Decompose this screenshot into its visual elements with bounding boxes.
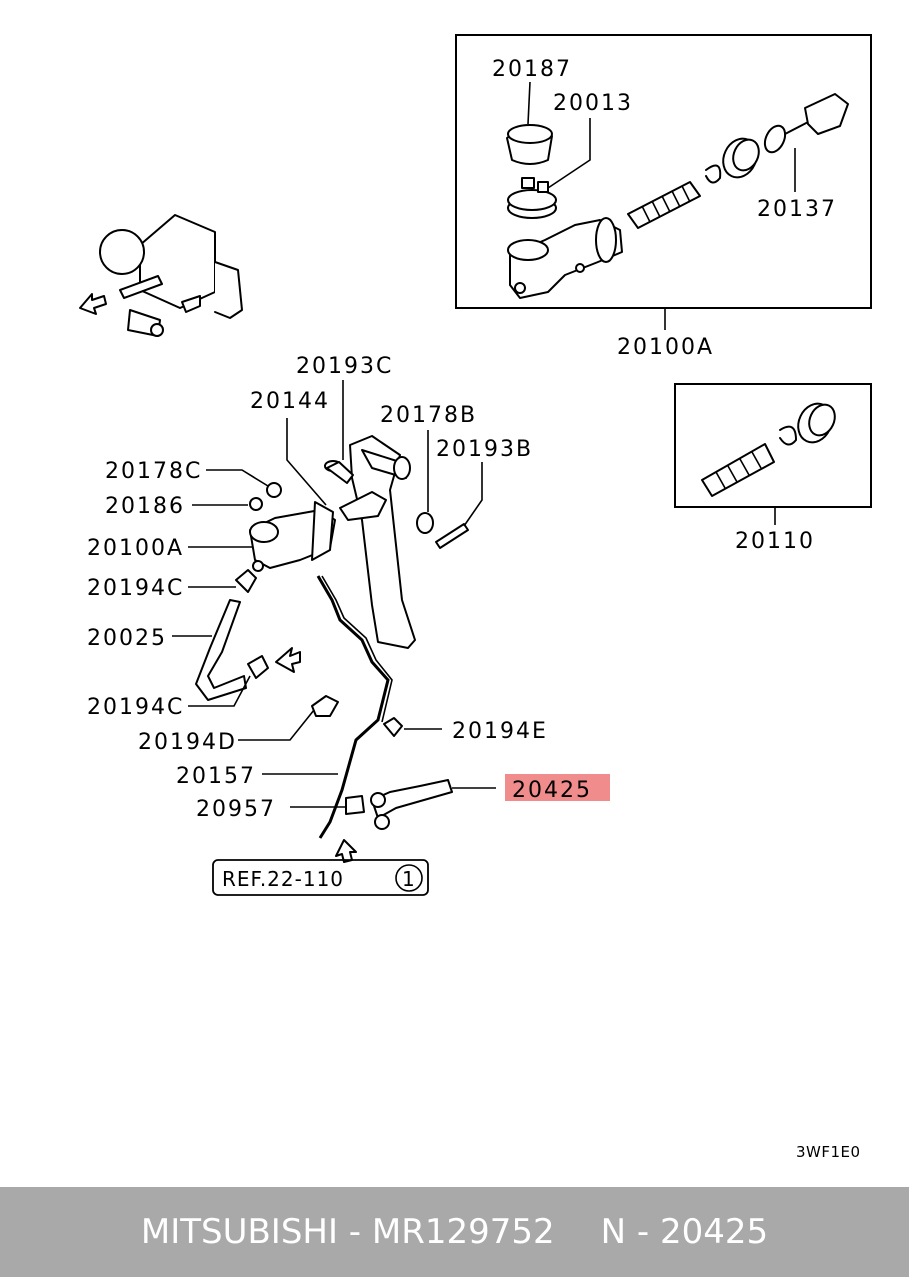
footer-ref-part: N - 20425 [600, 1212, 769, 1252]
nut-part [249, 497, 263, 511]
label-20178b: 20178B [380, 403, 477, 428]
label-20194d: 20194D [138, 730, 237, 755]
washer-part [416, 512, 434, 534]
nut-part [266, 482, 282, 498]
label-20100a: 20100A [87, 536, 184, 561]
hose-part [195, 599, 247, 701]
label-20100a-kit: 20100A [617, 335, 714, 360]
label-20194c-bottom: 20194C [87, 695, 184, 720]
piston-spring-part [627, 181, 701, 229]
ring-part [797, 402, 836, 444]
footer-brand-part: MITSUBISHI - MR129752 [140, 1212, 555, 1252]
pin-part [324, 460, 354, 484]
push-rod-part [763, 93, 849, 154]
arrow-icon [79, 293, 107, 315]
label-20194c-top: 20194C [87, 576, 184, 601]
reference-text: REF.22-110 [222, 867, 344, 891]
label-20144: 20144 [250, 389, 330, 414]
pedal-bracket-part [349, 435, 416, 649]
label-20193c: 20193C [296, 354, 393, 379]
arrow-icon [335, 839, 357, 863]
clamp-part [507, 177, 557, 219]
parts-diagram: 20187 20013 20137 20100A 20110 [79, 34, 872, 1161]
ring-part [722, 137, 760, 179]
label-20025: 20025 [87, 626, 167, 651]
snap-ring-part [705, 164, 722, 184]
tube-clamp-part [311, 695, 339, 717]
flexible-hose-part [370, 779, 453, 830]
label-20187: 20187 [492, 57, 572, 82]
reservoir-cap-part [506, 124, 553, 165]
bracket-part [345, 795, 365, 815]
label-20178c: 20178C [105, 459, 202, 484]
leader-lines [172, 380, 496, 808]
vehicle-location-sketch [79, 214, 243, 337]
arrow-icon [275, 647, 301, 673]
clevis-part [339, 491, 387, 521]
highlight-box [505, 774, 610, 801]
reference-box: REF.22-110 1 [212, 859, 429, 896]
main-assembly [195, 435, 469, 863]
master-cylinder-part [507, 217, 623, 299]
clip-part [383, 717, 403, 737]
label-20110: 20110 [735, 529, 815, 554]
label-20186: 20186 [105, 494, 185, 519]
spring-part [701, 443, 775, 497]
label-20013: 20013 [553, 91, 633, 116]
label-20157: 20157 [176, 764, 256, 789]
clutch-tube-part [316, 575, 390, 839]
kit-box-20110 [674, 383, 872, 508]
drawing-code: 3WF1E0 [796, 1143, 861, 1161]
label-20194e: 20194E [452, 719, 548, 744]
master-cylinder-part [249, 501, 336, 572]
reference-circle-number: 1 [402, 867, 416, 891]
label-20425-highlighted: 20425 [512, 778, 592, 803]
cotter-pin-part [435, 523, 469, 549]
label-20137: 20137 [757, 197, 837, 222]
kit-box-20100a: 20187 20013 20137 [455, 34, 872, 309]
label-20193b: 20193B [436, 437, 533, 462]
hose-clamp-part [235, 569, 257, 593]
label-20957: 20957 [196, 797, 276, 822]
footer-bar: MITSUBISHI - MR129752 N - 20425 [0, 1187, 909, 1277]
snap-ring-part [779, 425, 797, 446]
hose-clamp-part [247, 655, 269, 679]
